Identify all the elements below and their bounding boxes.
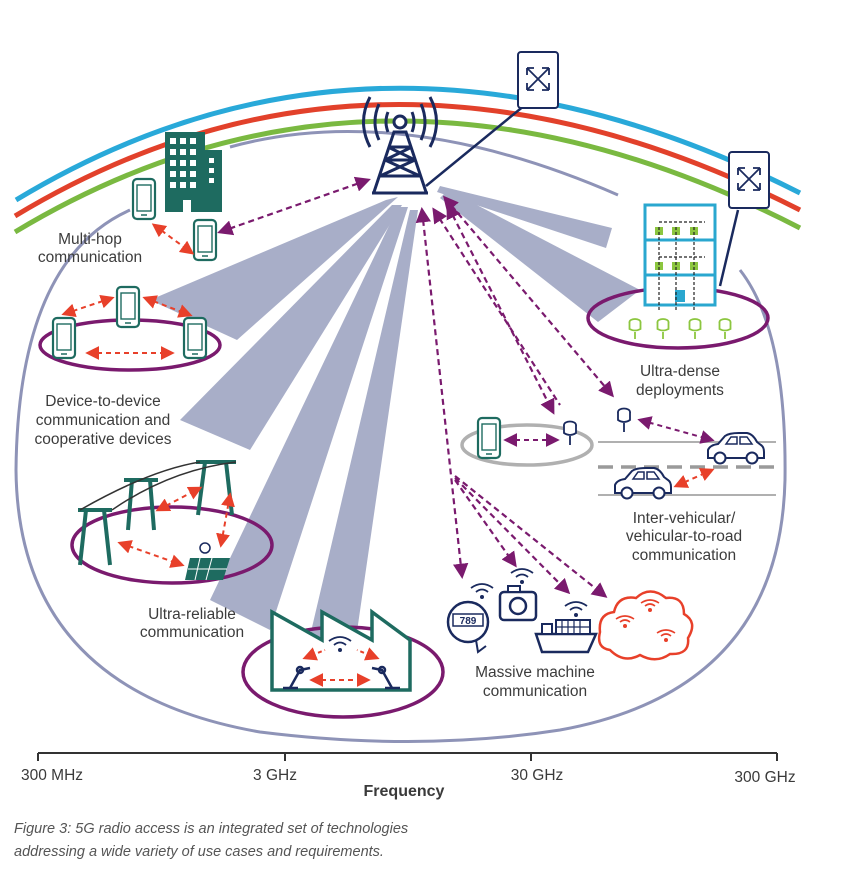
wifi-icon — [510, 568, 534, 585]
tower-links — [415, 195, 614, 580]
tick-label: 300 GHz — [734, 769, 795, 786]
camera-icon — [498, 585, 538, 622]
svg-text:communication: communication — [140, 624, 244, 641]
svg-text:Massive machine: Massive machine — [475, 664, 595, 681]
label-vehicular: Inter-vehicular/ vehicular-to-road commu… — [626, 510, 742, 564]
smartphone-icon — [476, 416, 502, 460]
machine-links — [454, 475, 608, 598]
d2d-links — [61, 294, 193, 360]
axis-title: Frequency — [364, 783, 445, 800]
building-icon — [643, 203, 717, 310]
link-arrow — [356, 647, 380, 661]
ship-icon — [534, 619, 598, 654]
tick-label: 300 MHz — [21, 767, 83, 784]
smartphone-icon — [192, 218, 218, 262]
car-icon — [707, 432, 765, 465]
car-icon — [614, 467, 672, 500]
svg-text:Device-to-device: Device-to-device — [45, 393, 160, 410]
frequency-axis: 300 MHz 3 GHz 30 GHz 300 GHz Frequency — [21, 752, 796, 800]
base-station-icon — [718, 151, 770, 287]
sensor-icon — [628, 318, 642, 340]
label-d2d: Device-to-device communication and coope… — [35, 393, 172, 448]
svg-text:communication: communication — [483, 683, 587, 700]
sensor-icon — [718, 318, 732, 340]
smartphone-icon — [51, 316, 77, 360]
svg-text:vehicular-to-road: vehicular-to-road — [626, 528, 742, 545]
smartphone-icon — [115, 285, 141, 329]
svg-text:communication and: communication and — [36, 412, 170, 429]
smart-meter-icon: 789 — [446, 600, 490, 654]
label-dense: Ultra-dense deployments — [636, 363, 724, 399]
tick-label: 3 GHz — [253, 767, 297, 784]
sensor-icon — [563, 420, 577, 446]
label-machine: Massive machine communication — [475, 664, 595, 700]
sensor-icon — [656, 318, 670, 340]
link-arrow — [151, 223, 195, 255]
label-reliable: Ultra-reliable communication — [140, 606, 244, 641]
coverage-oval — [14, 208, 787, 743]
robot-arm-icon — [371, 665, 400, 690]
sensor-icon — [617, 407, 631, 433]
cloud-icon — [597, 590, 694, 661]
solar-panel-icon — [185, 542, 230, 581]
wifi-icon — [564, 601, 588, 618]
smartphone-icon — [131, 177, 157, 221]
svg-text:cooperative devices: cooperative devices — [35, 431, 172, 448]
wifi-icon — [470, 583, 494, 600]
base-station-icon — [425, 51, 559, 187]
caption-line: Figure 3: 5G radio access is an integrat… — [14, 821, 409, 837]
svg-text:deployments: deployments — [636, 382, 724, 399]
inner-arc-top — [229, 129, 619, 197]
figure-caption: Figure 3: 5G radio access is an integrat… — [14, 818, 574, 864]
sensor-group-ring — [460, 423, 594, 467]
cell-tower-icon — [362, 96, 438, 195]
svg-text:Ultra-reliable: Ultra-reliable — [148, 606, 236, 623]
reliable-links — [117, 486, 235, 568]
smartphone-icon — [182, 316, 208, 360]
svg-text:communication: communication — [632, 547, 736, 564]
power-pylon-icon — [78, 460, 237, 566]
svg-text:Ultra-dense: Ultra-dense — [640, 363, 720, 380]
caption-line: addressing a wide variety of use cases a… — [14, 844, 384, 860]
meter-reading: 789 — [460, 616, 477, 627]
svg-text:Inter-vehicular/: Inter-vehicular/ — [633, 510, 736, 527]
tick-label: 30 GHz — [511, 767, 564, 784]
robot-arm-icon — [283, 665, 311, 690]
sensor-icon — [688, 318, 702, 340]
link-arrow — [302, 647, 326, 661]
svg-text:communication: communication — [38, 249, 142, 266]
svg-text:Multi-hop: Multi-hop — [58, 231, 122, 248]
link-arrow — [673, 468, 715, 488]
label-multihop: Multi-hop communication — [38, 231, 142, 266]
link-arrow — [637, 416, 715, 444]
link-arrow — [217, 176, 371, 236]
